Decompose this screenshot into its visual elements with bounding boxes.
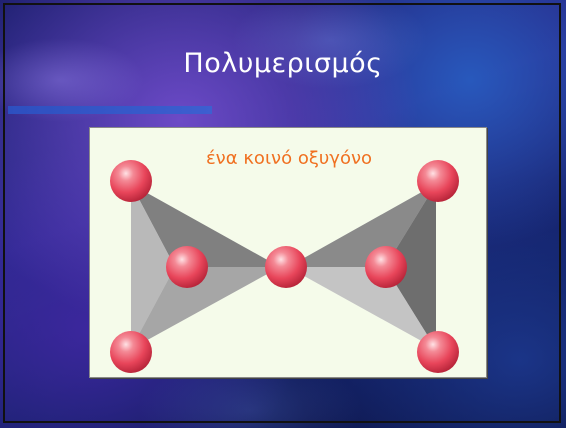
title-accent-bar: [8, 106, 212, 114]
oxygen-atom-top-left: [110, 160, 152, 202]
left-tetra-lower-face: [131, 267, 280, 349]
right-tetra-lower-face: [288, 267, 436, 349]
oxygen-atom-bottom-right: [417, 331, 459, 373]
oxygen-atom-inner-right: [365, 246, 407, 288]
oxygen-atom-inner-left: [166, 246, 208, 288]
tetrahedra-diagram: [110, 160, 459, 373]
right-tetra-right-face: [385, 184, 436, 349]
slide-title: Πολυμερισμός: [183, 48, 383, 79]
right-tetrahedron: [288, 184, 436, 349]
left-tetra-upper-face: [131, 184, 280, 267]
left-tetra-left-face: [131, 184, 175, 349]
figure-caption: ένα κοινό οξυγόνο: [205, 148, 373, 169]
oxygen-atom-bottom-left: [110, 331, 152, 373]
shared-oxygen-atom: [265, 246, 307, 288]
oxygen-atom-top-right: [417, 160, 459, 202]
figure-panel: ένα κοινό οξυγόνο: [89, 127, 487, 378]
right-tetra-upper-face: [288, 184, 436, 267]
